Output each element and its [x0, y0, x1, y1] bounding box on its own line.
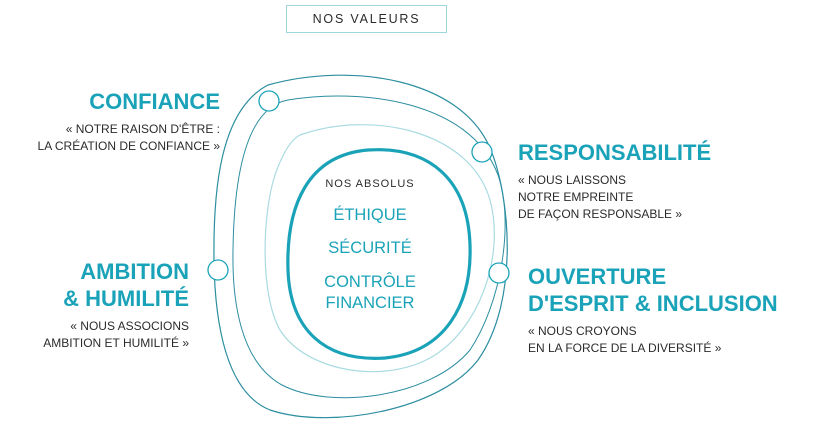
center-item-controle-financier: CONTRÔLE FINANCIER: [324, 273, 416, 312]
value-quote-ouverture: « NOUS CROYONS EN LA FORCE DE LA DIVERSI…: [528, 324, 722, 355]
center-item-ethique: ÉTHIQUE: [333, 206, 407, 224]
center-label: NOS ABSOLUS: [325, 178, 415, 190]
middle-ring: [232, 95, 506, 399]
node-ambition: [207, 259, 229, 281]
value-quote-responsabilite: « NOUS LAISSONS NOTRE EMPREINTE DE FAÇON…: [518, 173, 683, 221]
value-title-ouverture-line1: OUVERTURE: [528, 264, 667, 289]
light-ring: [264, 124, 495, 373]
center-item-securite: SÉCURITÉ: [328, 239, 412, 257]
value-quote-ambition: « NOUS ASSOCIONS AMBITION ET HUMILITÉ »: [43, 319, 189, 350]
value-quote-confiance: « NOTRE RAISON D'ÊTRE : LA CRÉATION DE C…: [37, 122, 220, 153]
value-title-ouverture-line2: D'ESPRIT & INCLUSION: [528, 291, 778, 316]
value-title-ambition-line2: & HUMILITÉ: [63, 286, 189, 311]
node-ouverture: [488, 262, 510, 284]
header-title: NOS VALEURS: [286, 5, 447, 33]
node-responsabilite: [471, 141, 493, 163]
node-confiance: [258, 90, 280, 112]
outer-ring: [213, 74, 508, 419]
value-title-ambition-line1: AMBITION: [80, 259, 189, 284]
value-title-confiance: CONFIANCE: [89, 89, 220, 114]
inner-ring: [286, 148, 472, 360]
value-title-responsabilite: RESPONSABILITÉ: [518, 140, 712, 165]
